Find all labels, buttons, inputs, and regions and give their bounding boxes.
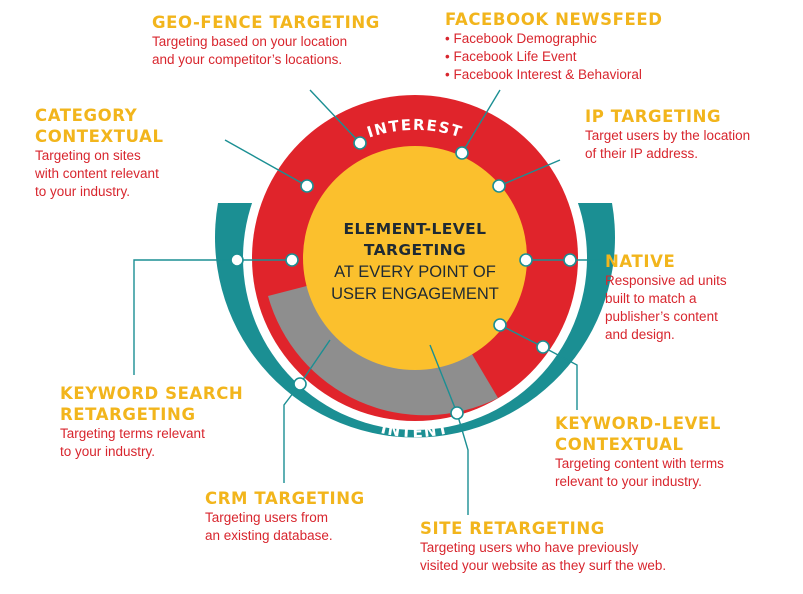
block-keyword-search-retargeting: KEYWORD SEARCH RETARGETING Targeting ter… — [60, 383, 243, 461]
node-crm — [293, 377, 307, 391]
connector-gray-right — [429, 344, 458, 414]
site-desc-line: visited your website as they surf the we… — [420, 558, 667, 573]
block-site-retargeting: SITE RETARGETING Targeting users who hav… — [420, 518, 666, 575]
block-keyword-level-contextual: KEYWORD-LEVEL CONTEXTUAL Targeting conte… — [555, 413, 724, 491]
intent-label: INTENT — [379, 419, 451, 441]
node-geo — [353, 136, 367, 150]
category-desc-line: with content relevant — [35, 166, 159, 181]
ip-desc-line: Target users by the location — [585, 128, 751, 143]
keyword-search-title: KEYWORD SEARCH RETARGETING — [60, 383, 243, 425]
facebook-title: FACEBOOK NEWSFEED — [445, 9, 663, 30]
crm-title: CRM TARGETING — [205, 488, 365, 509]
center-circle — [303, 146, 527, 370]
node-native-inner — [519, 253, 533, 267]
facebook-desc: • Facebook Demographic • Facebook Life E… — [445, 30, 663, 84]
block-category-contextual: CATEGORY CONTEXTUAL Targeting on sites w… — [35, 105, 164, 201]
node-keyword-search-outer — [230, 253, 244, 267]
facebook-title-line: FACEBOOK NEWSFEED — [445, 10, 663, 29]
geo-fence-title-line: GEO-FENCE TARGETING — [152, 13, 380, 32]
native-desc-line: publisher’s content — [605, 309, 718, 324]
category-title-line: CATEGORY — [35, 106, 138, 125]
crm-desc-line: an existing database. — [205, 528, 333, 543]
native-title: NATIVE — [605, 251, 727, 272]
keyword-search-desc-line: Targeting terms relevant — [60, 426, 205, 441]
ip-desc-line: of their IP address. — [585, 146, 699, 161]
connector-keyword-level — [542, 346, 578, 410]
crm-desc: Targeting users from an existing databas… — [205, 509, 365, 545]
facebook-desc-line: • Facebook Life Event — [445, 49, 577, 64]
connector-facebook — [461, 89, 501, 154]
geo-fence-title: GEO-FENCE TARGETING — [152, 12, 380, 33]
site-desc: Targeting users who have previously visi… — [420, 539, 666, 575]
node-native-lower — [493, 318, 507, 332]
geo-fence-desc-line: Targeting based on your location — [152, 34, 348, 49]
geo-fence-desc: Targeting based on your location and you… — [152, 33, 380, 69]
block-native: NATIVE Responsive ad units built to matc… — [605, 251, 727, 344]
site-title-line: SITE RETARGETING — [420, 519, 605, 538]
crm-title-line: CRM TARGETING — [205, 489, 365, 508]
native-title-line: NATIVE — [605, 252, 676, 271]
ip-title-line: IP TARGETING — [585, 107, 722, 126]
connector-geo — [309, 89, 361, 144]
facebook-desc-line: • Facebook Demographic — [445, 31, 597, 46]
node-keyword-level — [536, 340, 550, 354]
block-ip-targeting: IP TARGETING Target users by the locatio… — [585, 106, 750, 163]
block-crm-targeting: CRM TARGETING Targeting users from an ex… — [205, 488, 365, 545]
native-desc-line: built to match a — [605, 291, 697, 306]
connector-gray-left — [299, 339, 331, 385]
site-desc-line: Targeting users who have previously — [420, 540, 639, 555]
ip-title: IP TARGETING — [585, 106, 750, 127]
geo-fence-desc-line: and your competitor’s locations. — [152, 52, 343, 67]
keyword-search-title-line: RETARGETING — [60, 405, 196, 424]
site-title: SITE RETARGETING — [420, 518, 666, 539]
native-desc: Responsive ad units built to match a pub… — [605, 272, 727, 344]
center-sub-line1: AT EVERY POINT OF — [334, 263, 496, 281]
category-title: CATEGORY CONTEXTUAL — [35, 105, 164, 147]
keyword-level-title-line: CONTEXTUAL — [555, 435, 684, 454]
node-facebook — [455, 146, 469, 160]
category-desc-line: Targeting on sites — [35, 148, 141, 163]
ip-desc: Target users by the location of their IP… — [585, 127, 750, 163]
connector-site — [456, 412, 469, 515]
keyword-level-desc-line: relevant to your industry. — [555, 474, 702, 489]
connector-native-inner — [499, 324, 544, 348]
keyword-level-title: KEYWORD-LEVEL CONTEXTUAL — [555, 413, 724, 455]
facebook-desc-line: • Facebook Interest & Behavioral — [445, 67, 642, 82]
native-desc-line: and design. — [605, 327, 675, 342]
keyword-search-desc-line: to your industry. — [60, 444, 156, 459]
crm-desc-line: Targeting users from — [205, 510, 329, 525]
node-ip — [492, 179, 506, 193]
connector-nodes — [230, 136, 577, 420]
node-native-outer — [563, 253, 577, 267]
keyword-search-desc: Targeting terms relevant to your industr… — [60, 425, 243, 461]
keyword-level-title-line: KEYWORD-LEVEL — [555, 414, 721, 433]
connector-crm — [283, 383, 301, 483]
node-category — [300, 179, 314, 193]
center-title-line2: TARGETING — [364, 241, 466, 259]
category-desc-line: to your industry. — [35, 184, 131, 199]
connector-ip — [498, 159, 561, 187]
connector-category — [224, 139, 308, 187]
keyword-level-desc-line: Targeting content with terms — [555, 456, 724, 471]
block-geo-fence: GEO-FENCE TARGETING Targeting based on y… — [152, 12, 380, 69]
block-facebook-newsfeed: FACEBOOK NEWSFEED • Facebook Demographic… — [445, 9, 663, 84]
node-site — [450, 406, 464, 420]
category-title-line: CONTEXTUAL — [35, 127, 164, 146]
native-desc-line: Responsive ad units — [605, 273, 727, 288]
node-keyword-search-inner — [285, 253, 299, 267]
keyword-search-title-line: KEYWORD SEARCH — [60, 384, 244, 403]
center-title-line1: ELEMENT-LEVEL — [344, 220, 487, 238]
center-sub-line2: USER ENGAGEMENT — [331, 285, 499, 303]
category-desc: Targeting on sites with content relevant… — [35, 147, 164, 201]
keyword-level-desc: Targeting content with terms relevant to… — [555, 455, 724, 491]
connector-lines — [133, 89, 600, 515]
